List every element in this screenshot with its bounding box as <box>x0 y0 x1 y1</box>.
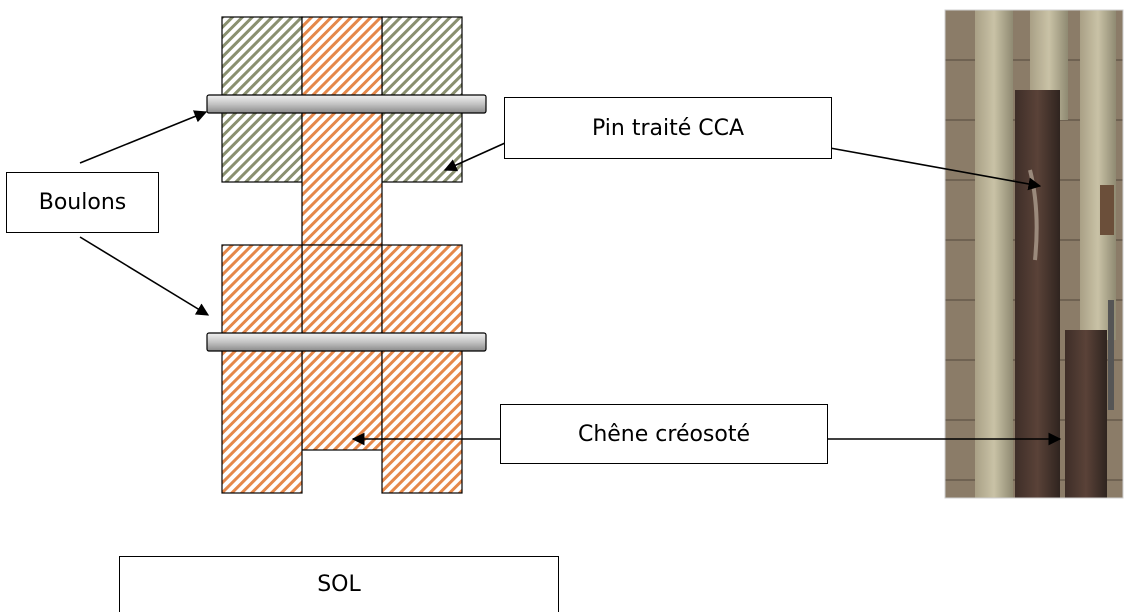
arrow-boulons-lower <box>79 236 210 316</box>
arrow-pine-diagram <box>443 142 506 172</box>
oak-central-post-upper <box>301 16 383 246</box>
arrow-pine-photo <box>829 147 1042 191</box>
arrow-boulons-upper <box>79 110 208 164</box>
label-chene-creosote: Chêne créosoté <box>500 404 828 464</box>
oak-right-leg <box>381 244 463 494</box>
wooden-posts-photo <box>944 9 1124 499</box>
label-pin-traite: Pin traité CCA <box>504 97 832 159</box>
oak-left-leg <box>221 244 303 494</box>
lower-bolt <box>206 332 487 352</box>
upper-bolt <box>206 94 487 114</box>
label-boulons: Boulons <box>6 172 159 233</box>
label-sol: SOL <box>119 556 559 612</box>
